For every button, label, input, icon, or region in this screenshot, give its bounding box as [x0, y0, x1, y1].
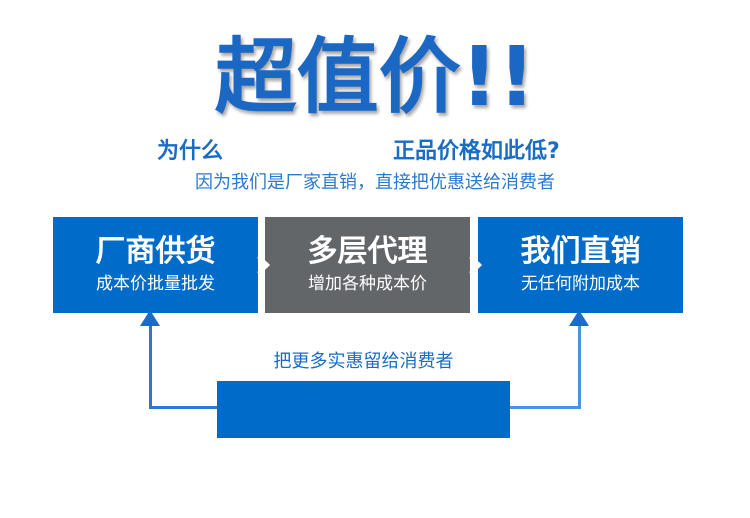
- consumer-box: [217, 381, 510, 438]
- box-heading: 我们直销: [520, 234, 641, 269]
- consumer-note: 把更多实惠留给消费者: [273, 351, 454, 372]
- box-manufacturer: 厂商供货 成本价批量批发: [53, 217, 258, 313]
- box-direct: 我们直销 无任何附加成本: [478, 217, 683, 313]
- arrow-line-right: [578, 322, 581, 409]
- arrow-line-right-h: [508, 406, 581, 409]
- question-left: 为什么: [157, 139, 224, 164]
- arrow-up-icon: [140, 310, 160, 326]
- box-heading: 厂商供货: [95, 234, 216, 269]
- box-heading: 多层代理: [307, 234, 428, 269]
- question-right: 正品价格如此低?: [393, 139, 560, 164]
- headline: 超值价!!: [214, 30, 536, 125]
- box-agents: 多层代理 增加各种成本价: [265, 217, 470, 313]
- box-sub: 无任何附加成本: [521, 274, 640, 294]
- subtitle: 因为我们是厂家直销，直接把优惠送给消费者: [195, 172, 555, 193]
- arrow-line-left: [149, 322, 152, 409]
- arrow-line-left-h: [149, 406, 219, 409]
- arrow-up-icon: [569, 310, 589, 326]
- box-sub: 增加各种成本价: [308, 274, 427, 294]
- box-sub: 成本价批量批发: [96, 274, 215, 294]
